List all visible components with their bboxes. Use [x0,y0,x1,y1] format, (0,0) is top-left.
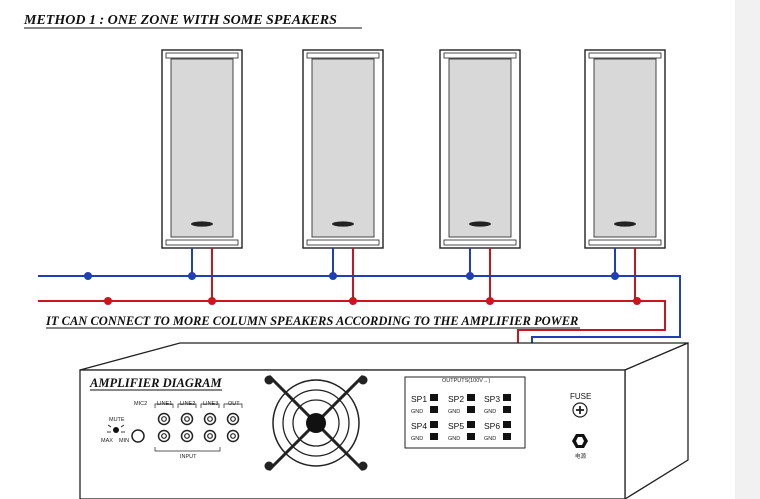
amplifier-side-face [624,342,689,499]
fuse-label: FUSE [570,392,591,401]
input-jacks: MIC2 LINE1 LINE2 LINE3 OUT INPUT [131,401,243,460]
output-gnd-terminal[interactable] [467,406,475,413]
speaker-logo [332,221,354,227]
column-speaker [161,49,243,301]
speaker-grille [170,58,234,238]
mute-label: MUTE [109,417,125,423]
line1-rca-jack[interactable] [157,412,171,426]
right-side-panel [735,0,760,499]
column-speaker [584,49,666,301]
output-gnd-label: GND [484,409,496,415]
column-speaker [439,49,521,301]
blue-junction [188,272,196,280]
blue-junction [329,272,337,280]
output-gnd-terminal[interactable] [467,433,475,440]
output-sp-terminal[interactable] [430,394,438,401]
output-gnd-label: GND [448,409,460,415]
fan-screw [264,375,274,385]
out-rca-jack[interactable] [226,429,240,443]
output-gnd-terminal[interactable] [503,406,511,413]
speaker-logo [614,221,636,227]
output-gnd-label: GND [448,436,460,442]
input-group-label: INPUT [180,454,197,460]
fuse-and-power: FUSE 电源 [570,392,591,460]
output-gnd-label: GND [411,409,423,415]
output-sp-label: SP3 [484,394,500,404]
line1-rca-jack[interactable] [157,429,171,443]
output-sp-label: SP1 [411,394,427,404]
output-sp-terminal[interactable] [467,394,475,401]
fan-screw [264,461,274,471]
blue-junction [466,272,474,280]
fan-hub [306,413,326,433]
output-sp-terminal[interactable] [430,421,438,428]
output-sp-label: SP4 [411,421,427,431]
speaker-logo [191,221,213,227]
red-junction [349,297,357,305]
out-rca-jack[interactable] [226,412,240,426]
volume-knob-icon [113,427,119,433]
mic2-jack[interactable] [131,429,145,443]
line3-rca-jack[interactable] [203,412,217,426]
output-gnd-terminal[interactable] [503,433,511,440]
blue-junction [611,272,619,280]
amplifier-top-face [79,342,689,371]
min-label: MIN [119,438,129,444]
amplifier-unit [79,342,689,499]
output-sp-label: SP5 [448,421,464,431]
line2-rca-jack[interactable] [180,429,194,443]
output-sp-terminal[interactable] [503,394,511,401]
speaker-logo [469,221,491,227]
power-label: 电源 [575,452,587,460]
column-speaker [302,49,384,301]
red-junction [104,297,112,305]
speakers-group [161,49,666,301]
output-gnd-label: GND [411,436,423,442]
output-sp-label: SP2 [448,394,464,404]
output-sp-label: SP6 [484,421,500,431]
output-gnd-terminal[interactable] [430,406,438,413]
output-sp-terminal[interactable] [503,421,511,428]
output-gnd-terminal[interactable] [430,433,438,440]
red-junction [208,297,216,305]
line2-rca-jack[interactable] [180,412,194,426]
red-junction [633,297,641,305]
cooling-fan [264,374,368,472]
capacity-note: IT CAN CONNECT TO MORE COLUMN SPEAKERS A… [45,314,578,328]
blue-junction [84,272,92,280]
amplifier-title: AMPLIFIER DIAGRAM [89,376,223,390]
red-junction [486,297,494,305]
fan-screw [358,461,368,471]
speaker-grille [448,58,512,238]
fan-screw [358,375,368,385]
diagram-title: METHOD 1 : ONE ZONE WITH SOME SPEAKERS [23,13,337,28]
outputs-title: OUTPUTS(100V→) [442,378,490,384]
output-sp-terminal[interactable] [467,421,475,428]
volume-knob[interactable]: MUTE MAX MIN [101,417,129,444]
wire-junctions [84,272,641,305]
speaker-grille [593,58,657,238]
output-gnd-label: GND [484,436,496,442]
speaker-grille [311,58,375,238]
jack-label-mic2: MIC2 [134,401,147,407]
output-panel: OUTPUTS(100V→) SP1GNDSP2GNDSP3GNDSP4GNDS… [404,376,526,449]
line3-rca-jack[interactable] [203,429,217,443]
max-label: MAX [101,438,113,444]
